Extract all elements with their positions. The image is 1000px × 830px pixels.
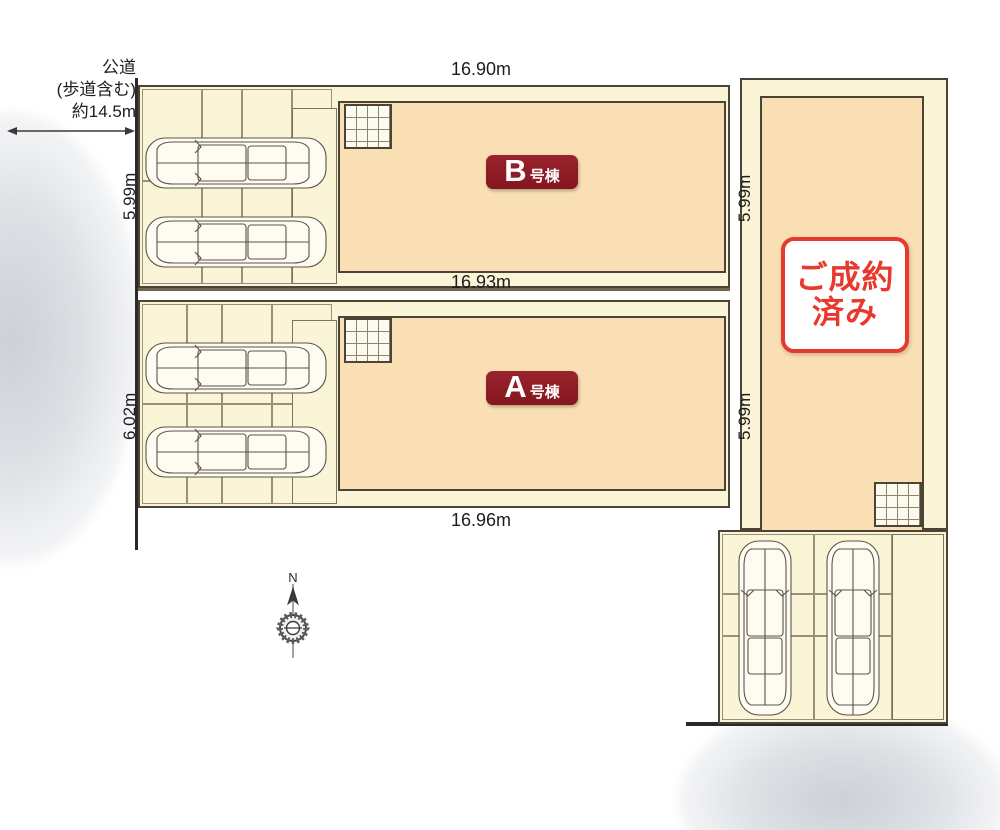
sold-line-1: ご成約 [795, 259, 895, 296]
dimension-middle: 16.93m [451, 272, 512, 292]
lot-b-stall-2a [142, 181, 202, 284]
lot-b-stall-1a [142, 89, 202, 181]
lot-a-badge[interactable]: A 号棟 [486, 371, 578, 405]
sold-stall-2b [814, 594, 892, 636]
sold-stall-1c [722, 636, 814, 720]
sold-stall-2a [814, 534, 892, 594]
road-boundary-bottom-line [686, 722, 948, 726]
lot-b-stall-2b [202, 181, 242, 284]
sold-status-badge[interactable]: ご成約 済み [781, 237, 909, 353]
lot-b-stall-1c [242, 89, 292, 181]
sold-parking-driveway [892, 534, 944, 720]
dimension-right-lower: 5.99m [735, 392, 754, 440]
road-annotation: 公道 (歩道含む) 約14.5m [10, 57, 136, 122]
lot-a-stall-1c [222, 304, 272, 404]
dimension-top: 16.90m [451, 59, 512, 79]
lot-a-letter: A [504, 369, 527, 404]
sold-line-2: 済み [811, 294, 878, 330]
lot-a-porch-grid [344, 318, 392, 363]
lot-a-stall-2c [222, 404, 272, 504]
dimension-left-upper: 5.99m [120, 172, 139, 220]
lot-a-stall-1b [187, 304, 222, 404]
road-label-line1: 公道 [102, 58, 136, 77]
lot-b-letter: B [504, 153, 527, 188]
lot-a-stall-2b [187, 404, 222, 504]
dimension-left-lower: 6.02m [120, 392, 139, 440]
lot-divider-line [138, 288, 730, 291]
road-label-line2: (歩道含む) [56, 79, 136, 99]
compass-north-label: N [288, 570, 297, 585]
sold-stall-1a [722, 534, 814, 594]
lot-a-stall-2a [142, 404, 187, 504]
lot-a-driveway [292, 320, 337, 504]
sold-stall-2c [814, 636, 892, 720]
compass-north-icon: N [276, 570, 310, 658]
lot-a-suffix: 号棟 [529, 384, 560, 401]
lot-b-stall-1b [202, 89, 242, 181]
lot-b-driveway [292, 108, 337, 284]
road-boundary-left-line [135, 78, 138, 550]
lot-b-badge[interactable]: B 号棟 [486, 155, 578, 189]
road-width-arrow-icon [7, 127, 135, 135]
lot-b-suffix: 号棟 [529, 168, 560, 185]
dimension-bottom: 16.96m [451, 510, 512, 530]
dimension-right-upper: 5.99m [735, 174, 754, 222]
lot-b-porch-grid [344, 104, 392, 149]
road-label-line3: 約14.5m [71, 101, 136, 121]
lot-a-stall-1a [142, 304, 187, 404]
lot-b-stall-2c [242, 181, 292, 284]
sold-stall-1b [722, 594, 814, 636]
lot-sold-porch-grid [874, 482, 922, 527]
